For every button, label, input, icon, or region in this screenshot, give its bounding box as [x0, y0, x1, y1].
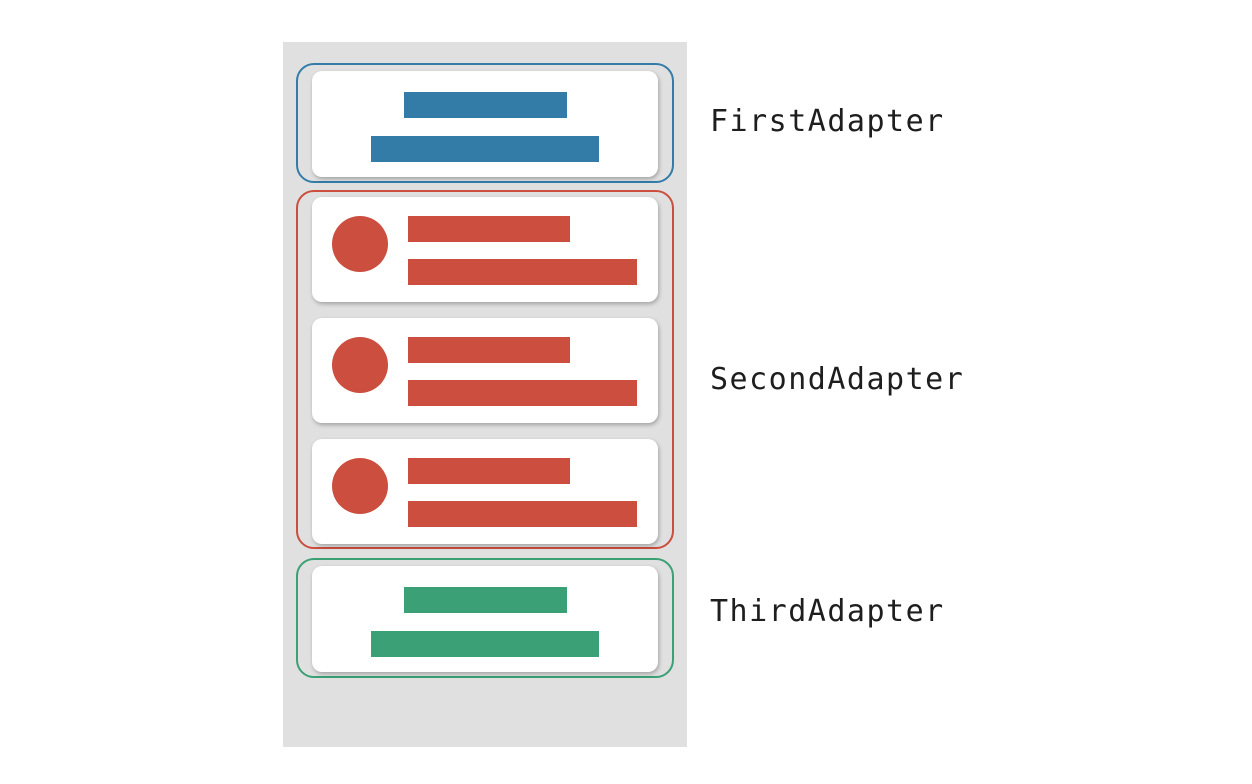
list-item-card	[312, 71, 658, 177]
text-lines-block	[408, 458, 637, 527]
avatar-placeholder	[332, 337, 388, 393]
avatar-placeholder	[332, 458, 388, 514]
adapter-label-first: FirstAdapter	[710, 104, 945, 139]
adapter-label-second: SecondAdapter	[710, 362, 965, 397]
list-item-card	[312, 566, 658, 672]
avatar-placeholder	[332, 216, 388, 272]
adapter-group-first	[296, 63, 674, 183]
text-line-placeholder	[408, 501, 637, 527]
text-lines-block	[408, 216, 637, 285]
text-line-placeholder	[371, 136, 599, 162]
text-line-placeholder	[408, 458, 570, 484]
text-line-placeholder	[403, 92, 567, 118]
list-item-card	[312, 439, 658, 544]
text-line-placeholder	[403, 587, 567, 613]
text-lines-block	[408, 337, 637, 406]
recyclerview-panel	[283, 42, 687, 747]
adapter-label-third: ThirdAdapter	[710, 594, 945, 629]
text-line-placeholder	[408, 380, 637, 406]
text-line-placeholder	[408, 259, 637, 285]
list-item-card	[312, 318, 658, 423]
text-line-placeholder	[408, 337, 570, 363]
text-line-placeholder	[371, 631, 599, 657]
list-item-card	[312, 197, 658, 302]
adapter-group-third	[296, 558, 674, 678]
text-line-placeholder	[408, 216, 570, 242]
adapter-group-second	[296, 190, 674, 549]
